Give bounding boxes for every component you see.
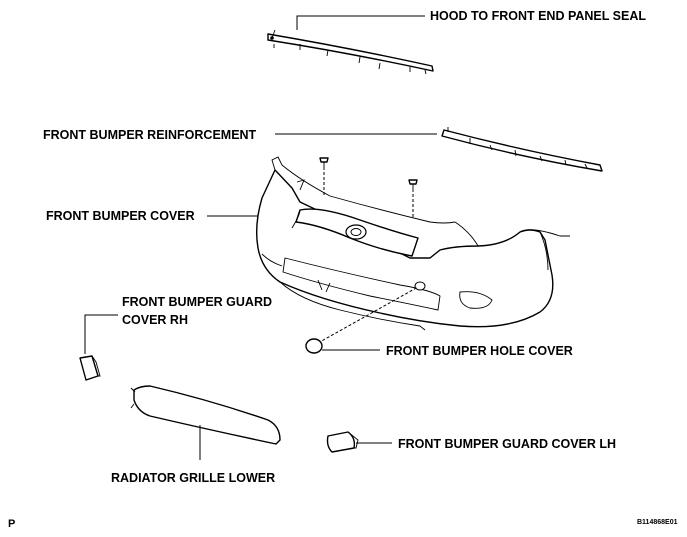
grille-lower-label: RADIATOR GRILLE LOWER	[111, 471, 275, 485]
figure-code: B114868E01	[637, 519, 678, 526]
guard-cover-rh-label-line1: FRONT BUMPER GUARD	[122, 295, 272, 309]
clip-fastener-left	[319, 157, 329, 196]
reinforcement-part	[441, 127, 603, 172]
guard-cover-lh-label: FRONT BUMPER GUARD COVER LH	[398, 437, 616, 451]
page-mark: P	[8, 518, 15, 530]
guard-cover-rh-leader	[84, 314, 118, 354]
guard-cover-lh-part	[326, 431, 359, 453]
hole-cover-part	[305, 338, 323, 354]
hole-cover-dashed-line	[317, 286, 419, 344]
reinforcement-label: FRONT BUMPER REINFORCEMENT	[43, 128, 257, 142]
bumper-cover-label: FRONT BUMPER COVER	[46, 209, 195, 223]
hood-seal-leader	[296, 15, 425, 30]
guard-cover-rh-label-line2: COVER RH	[122, 313, 188, 327]
hole-cover-label: FRONT BUMPER HOLE COVER	[386, 344, 573, 358]
guard-cover-rh-part	[79, 355, 101, 381]
radiator-grille-lower-part	[130, 385, 281, 445]
hood-seal-label: HOOD TO FRONT END PANEL SEAL	[430, 9, 646, 23]
bumper-cover-part	[255, 156, 570, 331]
clip-fastener-right	[408, 179, 418, 218]
hood-seal-part	[267, 29, 434, 75]
